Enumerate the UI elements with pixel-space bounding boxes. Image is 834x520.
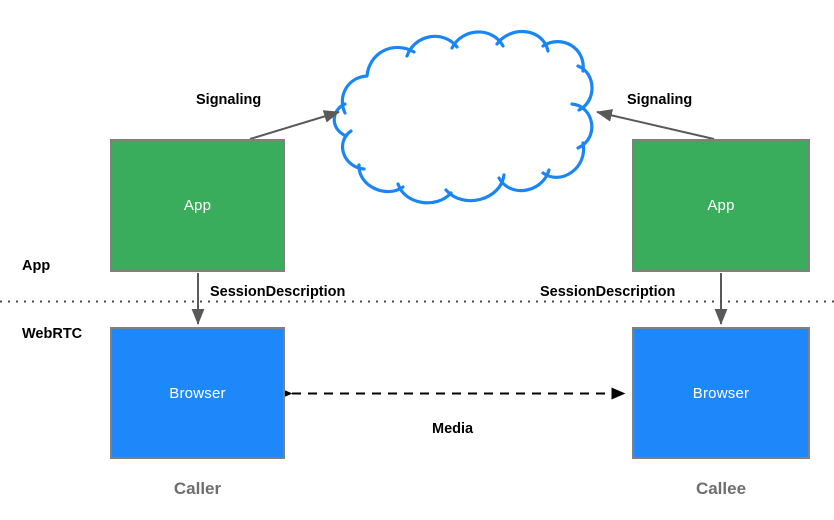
- signaling-arrow-right: [596, 109, 715, 140]
- layer-label-app: App: [22, 258, 51, 274]
- role-label-caller: Caller: [173, 479, 222, 498]
- edge-label-media: Media: [432, 421, 474, 437]
- node-browser-caller[interactable]: Browser: [110, 327, 285, 459]
- edge-label-session-description-right: SessionDescription: [540, 284, 676, 300]
- edge-label-signaling-right: Signaling: [627, 92, 693, 108]
- node-browser-callee-label: Browser: [692, 384, 750, 402]
- node-browser-callee[interactable]: Browser: [632, 327, 810, 459]
- signaling-server-cloud-icon: [332, 29, 594, 205]
- node-app-callee[interactable]: App: [632, 139, 810, 272]
- layer-label-webrtc: WebRTC: [22, 326, 83, 342]
- node-app-caller[interactable]: App: [110, 139, 285, 272]
- signaling-arrow-left: [249, 110, 340, 140]
- node-app-callee-label: App: [707, 197, 735, 214]
- edge-label-signaling-left: Signaling: [196, 92, 262, 108]
- node-browser-caller-label: Browser: [169, 384, 226, 402]
- edge-label-session-description-left: SessionDescription: [210, 284, 346, 300]
- role-label-callee: Callee: [695, 479, 747, 498]
- node-app-caller-label: App: [183, 197, 212, 214]
